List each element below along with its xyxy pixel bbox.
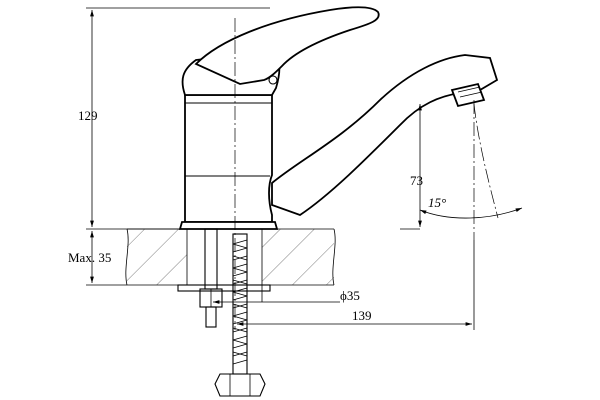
mounting-washer (177, 284, 271, 292)
dimension-height-129: 129 (78, 7, 270, 230)
height-129-label: 129 (78, 108, 98, 123)
dimension-spout-73: 73 (400, 104, 423, 230)
dimension-max-35: Max. 35 (68, 231, 127, 286)
spout-73-label: 73 (410, 173, 423, 188)
center-lines (234, 18, 499, 330)
body-cylinder (184, 94, 273, 223)
handle-screw (268, 75, 278, 85)
dimension-diameter-35: ϕ35 (213, 285, 360, 304)
base-flange (178, 221, 279, 230)
spout (271, 54, 499, 216)
faucet-body (178, 6, 499, 230)
reach-139-label: 139 (352, 308, 372, 323)
stud-bolt (204, 228, 218, 290)
stud-end (205, 306, 217, 328)
dimension-reach-139: 139 (237, 240, 475, 330)
angle-15-label: 15° (428, 195, 446, 210)
lever-handle (194, 6, 380, 85)
mounting-hardware (177, 228, 271, 397)
diameter-35-label: ϕ35 (340, 288, 360, 303)
countertop-section (125, 228, 336, 286)
max-35-label: Max. 35 (68, 250, 111, 265)
hose-nut (214, 373, 266, 397)
dimension-angle-15: 15° (419, 195, 523, 219)
